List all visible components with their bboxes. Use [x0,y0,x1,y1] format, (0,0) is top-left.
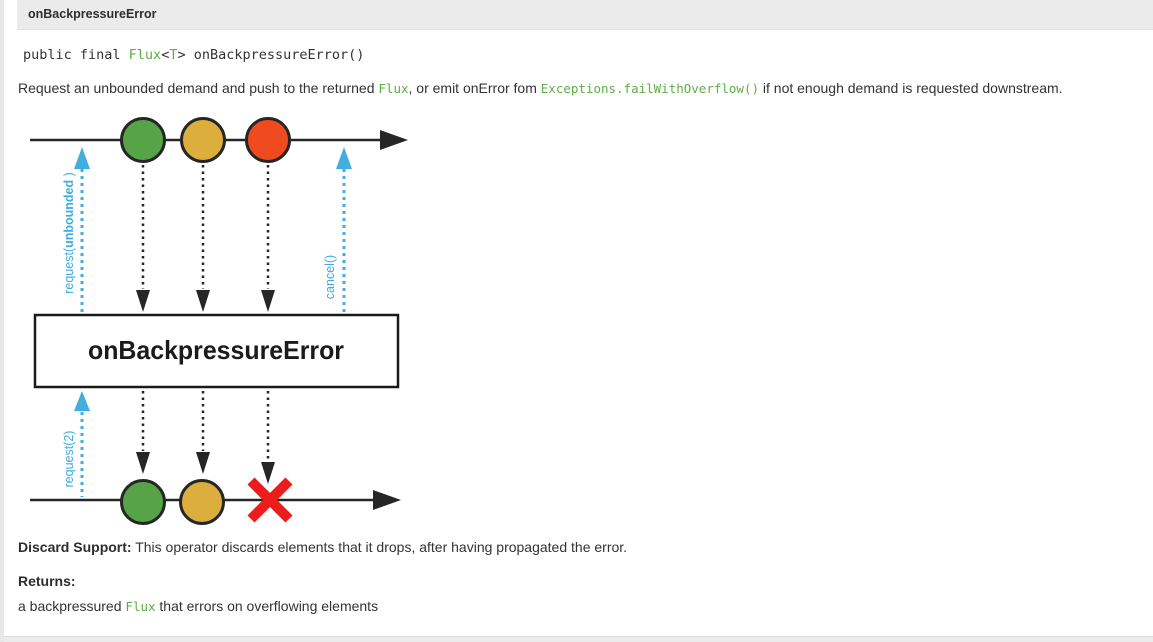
operator-box-label: onBackpressureError [88,335,344,365]
output-arrowhead-3 [261,462,275,484]
method-section-header: onBackpressureError [17,0,1153,30]
cancel-label: cancel() [323,255,337,299]
returns-flux-link[interactable]: Flux [125,599,156,614]
method-section-title: onBackpressureError [28,7,157,21]
request-unbounded-label: request(unbounded ) [62,172,76,294]
left-border-strip [0,0,4,642]
signature-modifiers: public final [23,47,129,63]
output-arrowhead-1 [136,452,150,474]
next-section-header-edge [4,636,1153,642]
error-x-icon [247,477,293,523]
emission-arrowhead-1 [136,290,150,312]
discard-support-line: Discard Support: This operator discards … [18,539,627,555]
marble-green-top [120,117,166,163]
description-text-1: Request an unbounded demand and push to … [18,80,379,96]
returns-text-2: that errors on overflowing elements [155,598,379,614]
marble-red-top [245,117,291,163]
method-signature: public final Flux<T> onBackpressureError… [23,47,364,63]
generic-open: < [161,47,170,63]
discard-support-label: Discard Support: [18,539,132,555]
output-timeline-arrowhead [373,490,401,510]
emission-arrowhead-3 [261,290,275,312]
flux-class-link[interactable]: Flux [378,81,409,96]
signature-method-name: > onBackpressureError() [177,47,365,63]
request2-arrowhead [74,391,90,411]
marble-amber-top [180,117,226,163]
description-text-2: , or emit onError fom [408,80,541,96]
cancel-arrowhead [336,147,352,169]
request-unbounded-arrowhead [74,147,90,169]
output-arrowhead-2 [196,452,210,474]
discard-support-text: This operator discards elements that it … [131,539,628,555]
request2-label: request(2) [62,431,76,488]
description-text-3: if not enough demand is requested downst… [759,80,1063,96]
emission-arrowhead-2 [196,290,210,312]
flux-return-type-link[interactable]: Flux [128,47,162,63]
method-description: Request an unbounded demand and push to … [18,80,1063,96]
type-param: T [169,47,178,63]
marble-diagram: request(unbounded ) cancel() onBackpress… [30,117,408,525]
source-timeline-arrowhead [380,130,408,150]
operator-box [33,313,400,389]
marble-amber-bottom [179,479,225,525]
returns-label: Returns: [18,573,76,589]
exceptions-failwithoverflow-link[interactable]: Exceptions.failWithOverflow() [540,81,760,96]
returns-description: a backpressured Flux that errors on over… [18,598,378,614]
returns-text-1: a backpressured [18,598,126,614]
marble-green-bottom [120,479,166,525]
